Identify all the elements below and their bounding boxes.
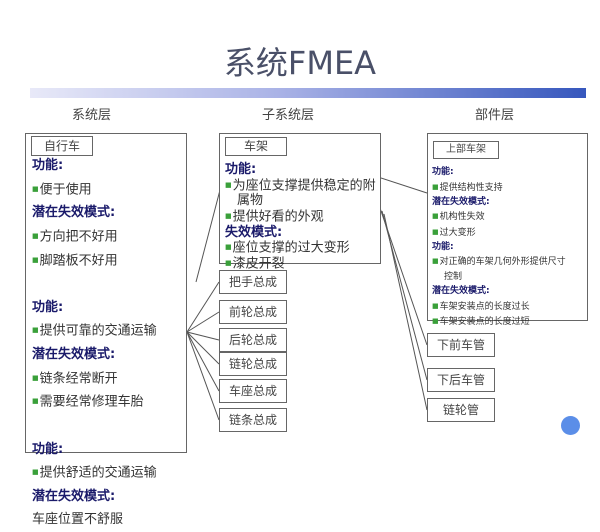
list-item [32,272,157,296]
column-header-system: 系统层 [72,108,112,123]
section-heading: 功能: [32,441,64,457]
list-item: 提供可靠的交通运输 [32,319,157,343]
connector-line [380,177,428,194]
section-heading: 潜在失效模式: [32,347,116,362]
connector-line [195,189,221,283]
section-heading: 功能: [32,158,64,173]
connector-line [186,331,220,421]
subsystem-assembly-box: 车座总成 [219,379,287,403]
subsystem-content: 功能:为座位支撑提供稳定的附属物提供好看的外观失效模式:座位支撑的过大变形漆皮开… [220,162,376,272]
system-label: 自行车 [31,136,93,156]
list-item: 为座位支撑提供稳定的附 [225,178,376,194]
subsystem-assembly-box: 把手总成 [219,270,287,294]
connector-lines [186,177,428,421]
list-item: 提供舒适的交通运输 [32,461,157,485]
list-item: 便于使用 [32,178,157,202]
list-item: 提供好看的外观 [225,209,376,225]
connector-line [383,213,428,411]
connector-line [186,311,220,333]
title-gradient-bar [30,88,586,98]
section-heading: 功能: [225,162,257,177]
component-label: 上部车架 [433,141,499,159]
column-header-component: 部件层 [475,108,515,123]
list-item: 机构性失效 [432,209,566,224]
component-part-box: 下前车管 [427,333,495,357]
list-item: 漆皮开裂 [225,256,376,272]
subsystem-assembly-box: 链条总成 [219,408,287,432]
list-item: 对正确的车架几何外形提供尺寸 [432,254,566,269]
column-header-subsystem: 子系统层 [262,108,315,123]
subsystem-assembly-box: 前轮总成 [219,300,287,324]
slide-title: 系统FMEA [223,44,377,82]
section-heading: 潜在失效模式: [432,286,490,296]
connector-line [186,331,220,392]
connector-line [186,281,220,333]
list-item: 方向把不好用 [32,225,157,249]
section-heading: 潜在失效模式: [432,196,490,207]
section-heading: 潜在失效模式: [32,205,116,221]
list-item: 脚踏板不好用 [32,249,157,273]
list-item: 车架安装点的长度过长 [432,299,566,314]
connector-line [186,331,220,365]
list-item: 车架安装点的长度过短 [432,314,566,329]
connector-line [186,331,220,341]
subsystem-assembly-box: 链轮总成 [219,352,287,376]
subsystem-box: 车架 功能:为座位支撑提供稳定的附属物提供好看的外观失效模式:座位支撑的过大变形… [219,133,381,271]
navigation-dot[interactable] [561,416,580,435]
section-heading: 功能: [432,241,454,252]
section-heading: 功能: [32,299,64,315]
list-item: 控制 [444,271,463,282]
list-item: 车座位置不舒服 [32,512,124,528]
list-item: 座位支撑的过大变形 [225,240,376,256]
component-box: 上部车架 功能:提供结构性支持潜在失效模式:机构性失效过大变形功能:对正确的车架… [427,133,588,327]
list-item: 需要经常修理车胎 [32,390,157,414]
component-content: 功能:提供结构性支持潜在失效模式:机构性失效过大变形功能:对正确的车架几何外形提… [428,165,566,329]
list-item: 属物 [237,193,264,209]
section-heading: 潜在失效模式: [32,488,116,504]
section-heading: 失效模式: [225,224,283,240]
list-item: 过大变形 [432,225,566,240]
subsystem-assembly-box: 后轮总成 [219,328,287,352]
subsystem-label: 车架 [225,137,287,156]
section-heading: 功能: [432,167,454,177]
component-part-box: 链轮管 [427,398,495,422]
component-part-box: 下后车管 [427,368,495,392]
list-item [32,414,157,438]
list-item: 链条经常断开 [32,367,157,391]
list-item: 提供结构性支持 [432,180,566,195]
